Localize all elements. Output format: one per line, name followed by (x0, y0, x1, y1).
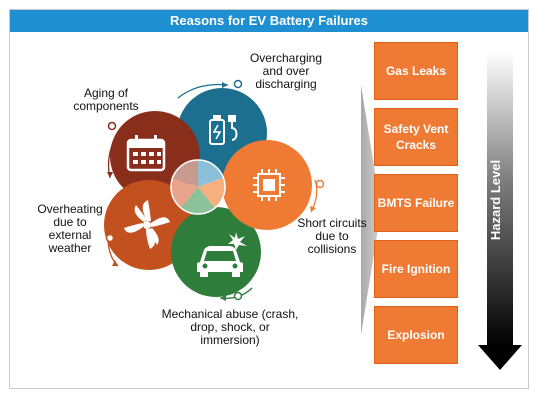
hazard-level-arrow (478, 52, 522, 370)
calendar-icon (126, 135, 166, 172)
cause-label-overheating: Overheating due to external weather (37, 202, 103, 255)
hazard-box-fire-ignition: Fire Ignition (374, 240, 458, 298)
cycle-arrow-heads (107, 82, 316, 301)
hazard-box-explosion: Explosion (374, 306, 458, 364)
center-pie (170, 159, 226, 215)
hazard-level-label: Hazard Level (488, 160, 503, 240)
heat-fan-icon (124, 200, 170, 249)
cause-label-short-circuits: Short circuits due to collisions (297, 216, 367, 256)
cause-label-aging: Aging of components (73, 86, 139, 113)
battery-charger-icon (209, 115, 238, 145)
cycle-dots (105, 79, 325, 301)
diagram-title: Reasons for EV Battery Failures (10, 10, 528, 32)
cause-label-overcharging: Overcharging and over discharging (249, 51, 323, 91)
hazard-box-safety-vent-cracks: Safety Vent Cracks (374, 108, 458, 166)
hazard-box-bmts-failure: BMTS Failure (374, 174, 458, 232)
car-crash-icon (197, 232, 247, 277)
chip-icon (253, 169, 285, 201)
flow-chevron (361, 85, 381, 335)
cause-label-mechanical-abuse: Mechanical abuse (crash, drop, shock, or… (161, 307, 299, 347)
hazard-box-gas-leaks: Gas Leaks (374, 42, 458, 100)
